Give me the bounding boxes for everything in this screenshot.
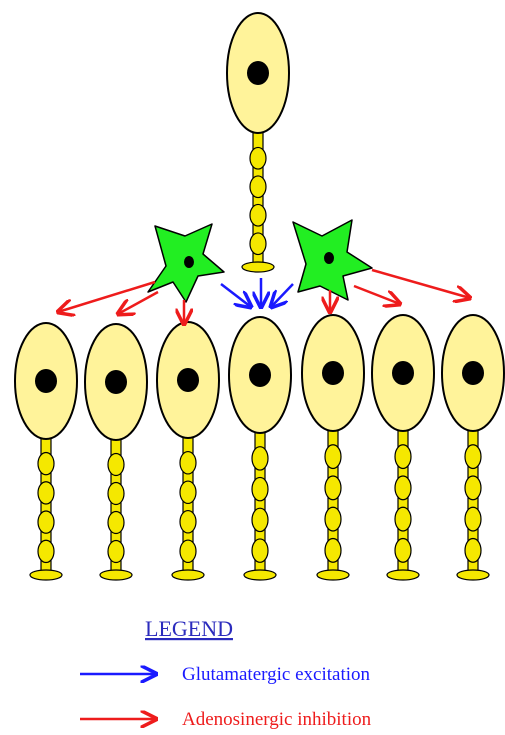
axon-varicosity <box>180 540 196 562</box>
astrocyte-left <box>148 224 224 302</box>
axon-terminal <box>457 570 489 580</box>
axon-varicosity <box>465 539 481 563</box>
axon-varicosity <box>108 453 124 475</box>
axon-varicosity <box>465 476 481 500</box>
axon-varicosity <box>38 482 54 504</box>
axon-terminal <box>172 570 204 580</box>
presynaptic-neuron <box>227 13 289 272</box>
inhibition-arrow <box>118 292 158 314</box>
presynaptic-neuron-cell <box>227 13 289 272</box>
axon-varicosity <box>395 445 411 469</box>
inhibition-arrow <box>372 270 470 298</box>
nucleus <box>249 363 271 387</box>
axon-varicosity <box>395 507 411 531</box>
postsynaptic-neurons <box>15 315 504 580</box>
axon-varicosity <box>108 540 124 562</box>
axon-varicosity <box>325 507 341 531</box>
axon-varicosity <box>395 476 411 500</box>
postsynaptic-neuron <box>302 315 364 580</box>
postsynaptic-neuron <box>229 317 291 580</box>
excitation-arrow <box>271 284 293 307</box>
axon-varicosity <box>465 507 481 531</box>
inhibition-arrow <box>58 282 155 312</box>
axon-varicosity <box>180 452 196 474</box>
axon-varicosity <box>108 482 124 504</box>
postsynaptic-neuron <box>372 315 434 580</box>
axon-varicosity <box>38 540 54 562</box>
nucleus <box>247 61 269 85</box>
axon-varicosity <box>38 511 54 533</box>
postsynaptic-neuron <box>157 322 219 580</box>
axon-terminal <box>244 570 276 580</box>
legend: LEGEND Glutamatergic excitation Adenosin… <box>80 616 372 730</box>
axon-varicosity <box>325 539 341 563</box>
postsynaptic-neuron <box>15 323 77 580</box>
axon-varicosity <box>395 539 411 563</box>
nucleus <box>35 369 57 393</box>
axon-terminal <box>387 570 419 580</box>
excitation-arrow <box>221 284 251 307</box>
axon-varicosity <box>250 204 266 226</box>
postsynaptic-neuron <box>442 315 504 580</box>
axon-terminal <box>30 570 62 580</box>
axon-varicosity <box>38 453 54 475</box>
axon-varicosity <box>250 233 266 255</box>
axon-terminal <box>100 570 132 580</box>
legend-inhibition-label: Adenosinergic inhibition <box>182 709 372 730</box>
axon-varicosity <box>180 511 196 533</box>
axon-varicosity <box>250 176 266 198</box>
axon-varicosity <box>252 539 268 562</box>
axon-varicosity <box>108 511 124 533</box>
nucleus <box>105 370 127 394</box>
nucleus <box>177 368 199 392</box>
axon-varicosity <box>252 447 268 470</box>
legend-excitation-label: Glutamatergic excitation <box>182 664 370 685</box>
axon-varicosity <box>252 477 268 500</box>
postsynaptic-neuron <box>85 324 147 580</box>
axon-varicosity <box>465 445 481 469</box>
inhibition-arrow <box>354 286 400 304</box>
axon-terminal <box>317 570 349 580</box>
axon-varicosity <box>325 445 341 469</box>
nucleus <box>462 361 484 385</box>
nucleus <box>392 361 414 385</box>
axon-varicosity <box>250 147 266 169</box>
legend-title: LEGEND <box>145 616 233 641</box>
axon-varicosity <box>325 476 341 500</box>
nucleus <box>322 361 344 385</box>
excitation-arrows <box>221 278 293 307</box>
axon-terminal <box>242 262 274 272</box>
axon-varicosity <box>252 508 268 531</box>
axon-varicosity <box>180 481 196 503</box>
